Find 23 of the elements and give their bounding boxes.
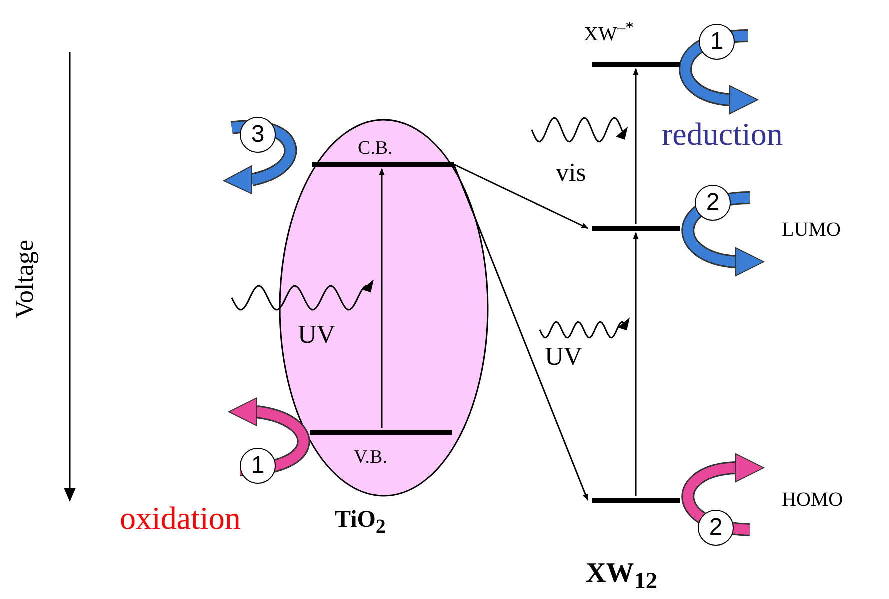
level-label: V.B. <box>354 448 388 467</box>
arrow <box>453 164 589 502</box>
process-label: oxidation <box>120 502 241 534</box>
process-label: reduction <box>662 118 783 150</box>
arrow <box>633 68 639 224</box>
number-circle: 1 <box>699 24 735 60</box>
axis-label: Voltage <box>12 240 38 319</box>
number-circle: 1 <box>240 448 276 484</box>
arrow <box>454 164 589 230</box>
light-label: UV <box>545 344 583 370</box>
level-label: LUMO <box>782 220 841 240</box>
level-label: XW$^{–*}$ <box>584 20 634 45</box>
light-label: vis <box>556 160 586 186</box>
light-label: UV <box>298 322 336 348</box>
level-label: HOMO <box>782 490 844 510</box>
arrow <box>379 168 385 428</box>
arrow <box>633 232 639 496</box>
number-circle: 3 <box>240 117 276 153</box>
number-circle: 2 <box>695 185 731 221</box>
material-label: XW$_{12}$ <box>586 560 658 594</box>
number-circle: 2 <box>698 510 734 546</box>
material-label: TiO$_{2}$ <box>335 508 386 537</box>
level-label: C.B. <box>358 139 393 158</box>
